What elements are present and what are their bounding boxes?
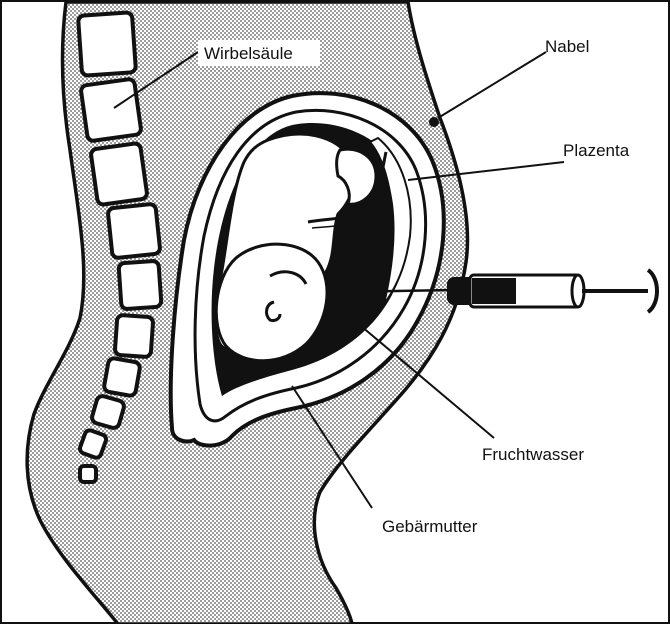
vertebra [91, 395, 126, 430]
label-spine: Wirbelsäule [204, 44, 293, 63]
vertebra [78, 12, 136, 76]
vertebra [108, 204, 161, 259]
label-navel: Nabel [545, 37, 589, 56]
navel-marker [429, 117, 439, 127]
label-uterus: Gebärmutter [382, 517, 478, 536]
vertebra [80, 466, 96, 482]
syringe-fluid [472, 278, 516, 304]
vertebra [80, 79, 141, 142]
vertebra [118, 261, 161, 310]
vertebra [115, 315, 154, 357]
vertebra [90, 143, 147, 205]
label-placenta: Plazenta [563, 141, 630, 160]
label-amniotic-fluid: Fruchtwasser [482, 445, 584, 464]
vertebra [103, 357, 140, 396]
